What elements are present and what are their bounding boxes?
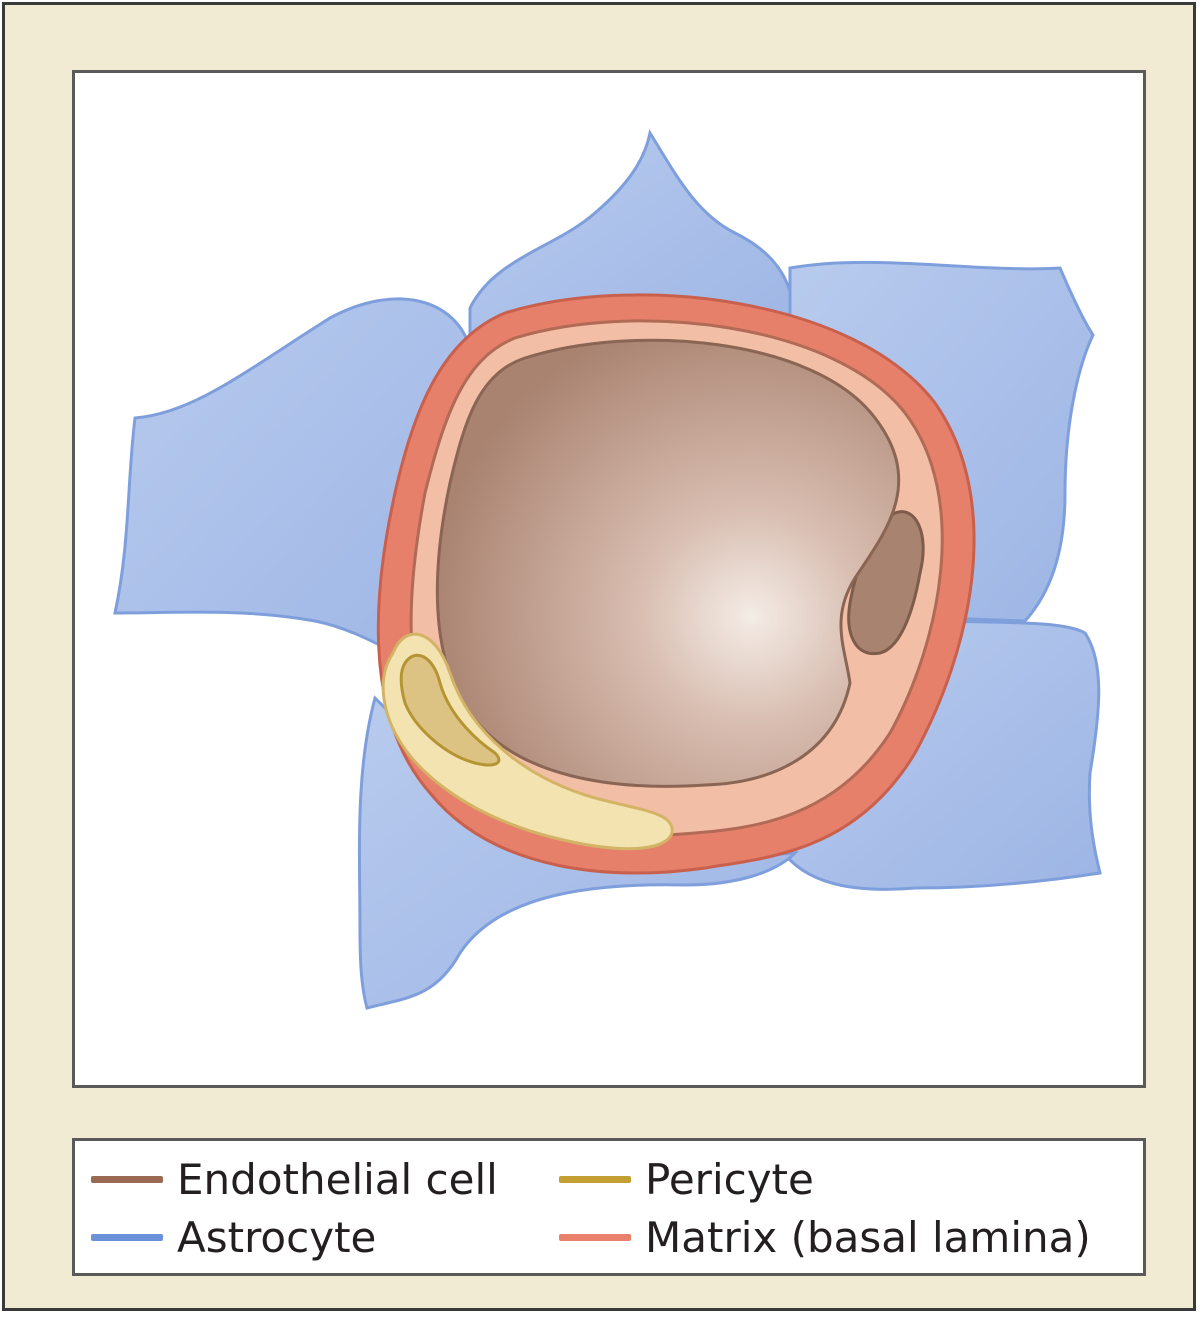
capillary-lumen — [437, 340, 898, 786]
legend-item-astrocyte: Astrocyte — [91, 1209, 376, 1265]
diagram-panel — [72, 70, 1146, 1088]
blood-brain-barrier-diagram — [75, 73, 1143, 1085]
legend: Endothelial cell Pericyte Astrocyte Matr… — [72, 1138, 1146, 1276]
matrix-swatch — [559, 1234, 631, 1241]
legend-label-pericyte: Pericyte — [645, 1155, 814, 1204]
endothelial-swatch — [91, 1176, 163, 1183]
astrocyte-swatch — [91, 1234, 163, 1241]
legend-label-matrix: Matrix (basal lamina) — [645, 1213, 1091, 1262]
legend-item-endothelial: Endothelial cell — [91, 1151, 498, 1207]
legend-label-endothelial: Endothelial cell — [177, 1155, 498, 1204]
pericyte-swatch — [559, 1176, 631, 1183]
legend-item-pericyte: Pericyte — [559, 1151, 814, 1207]
legend-label-astrocyte: Astrocyte — [177, 1213, 376, 1262]
legend-item-matrix: Matrix (basal lamina) — [559, 1209, 1091, 1265]
